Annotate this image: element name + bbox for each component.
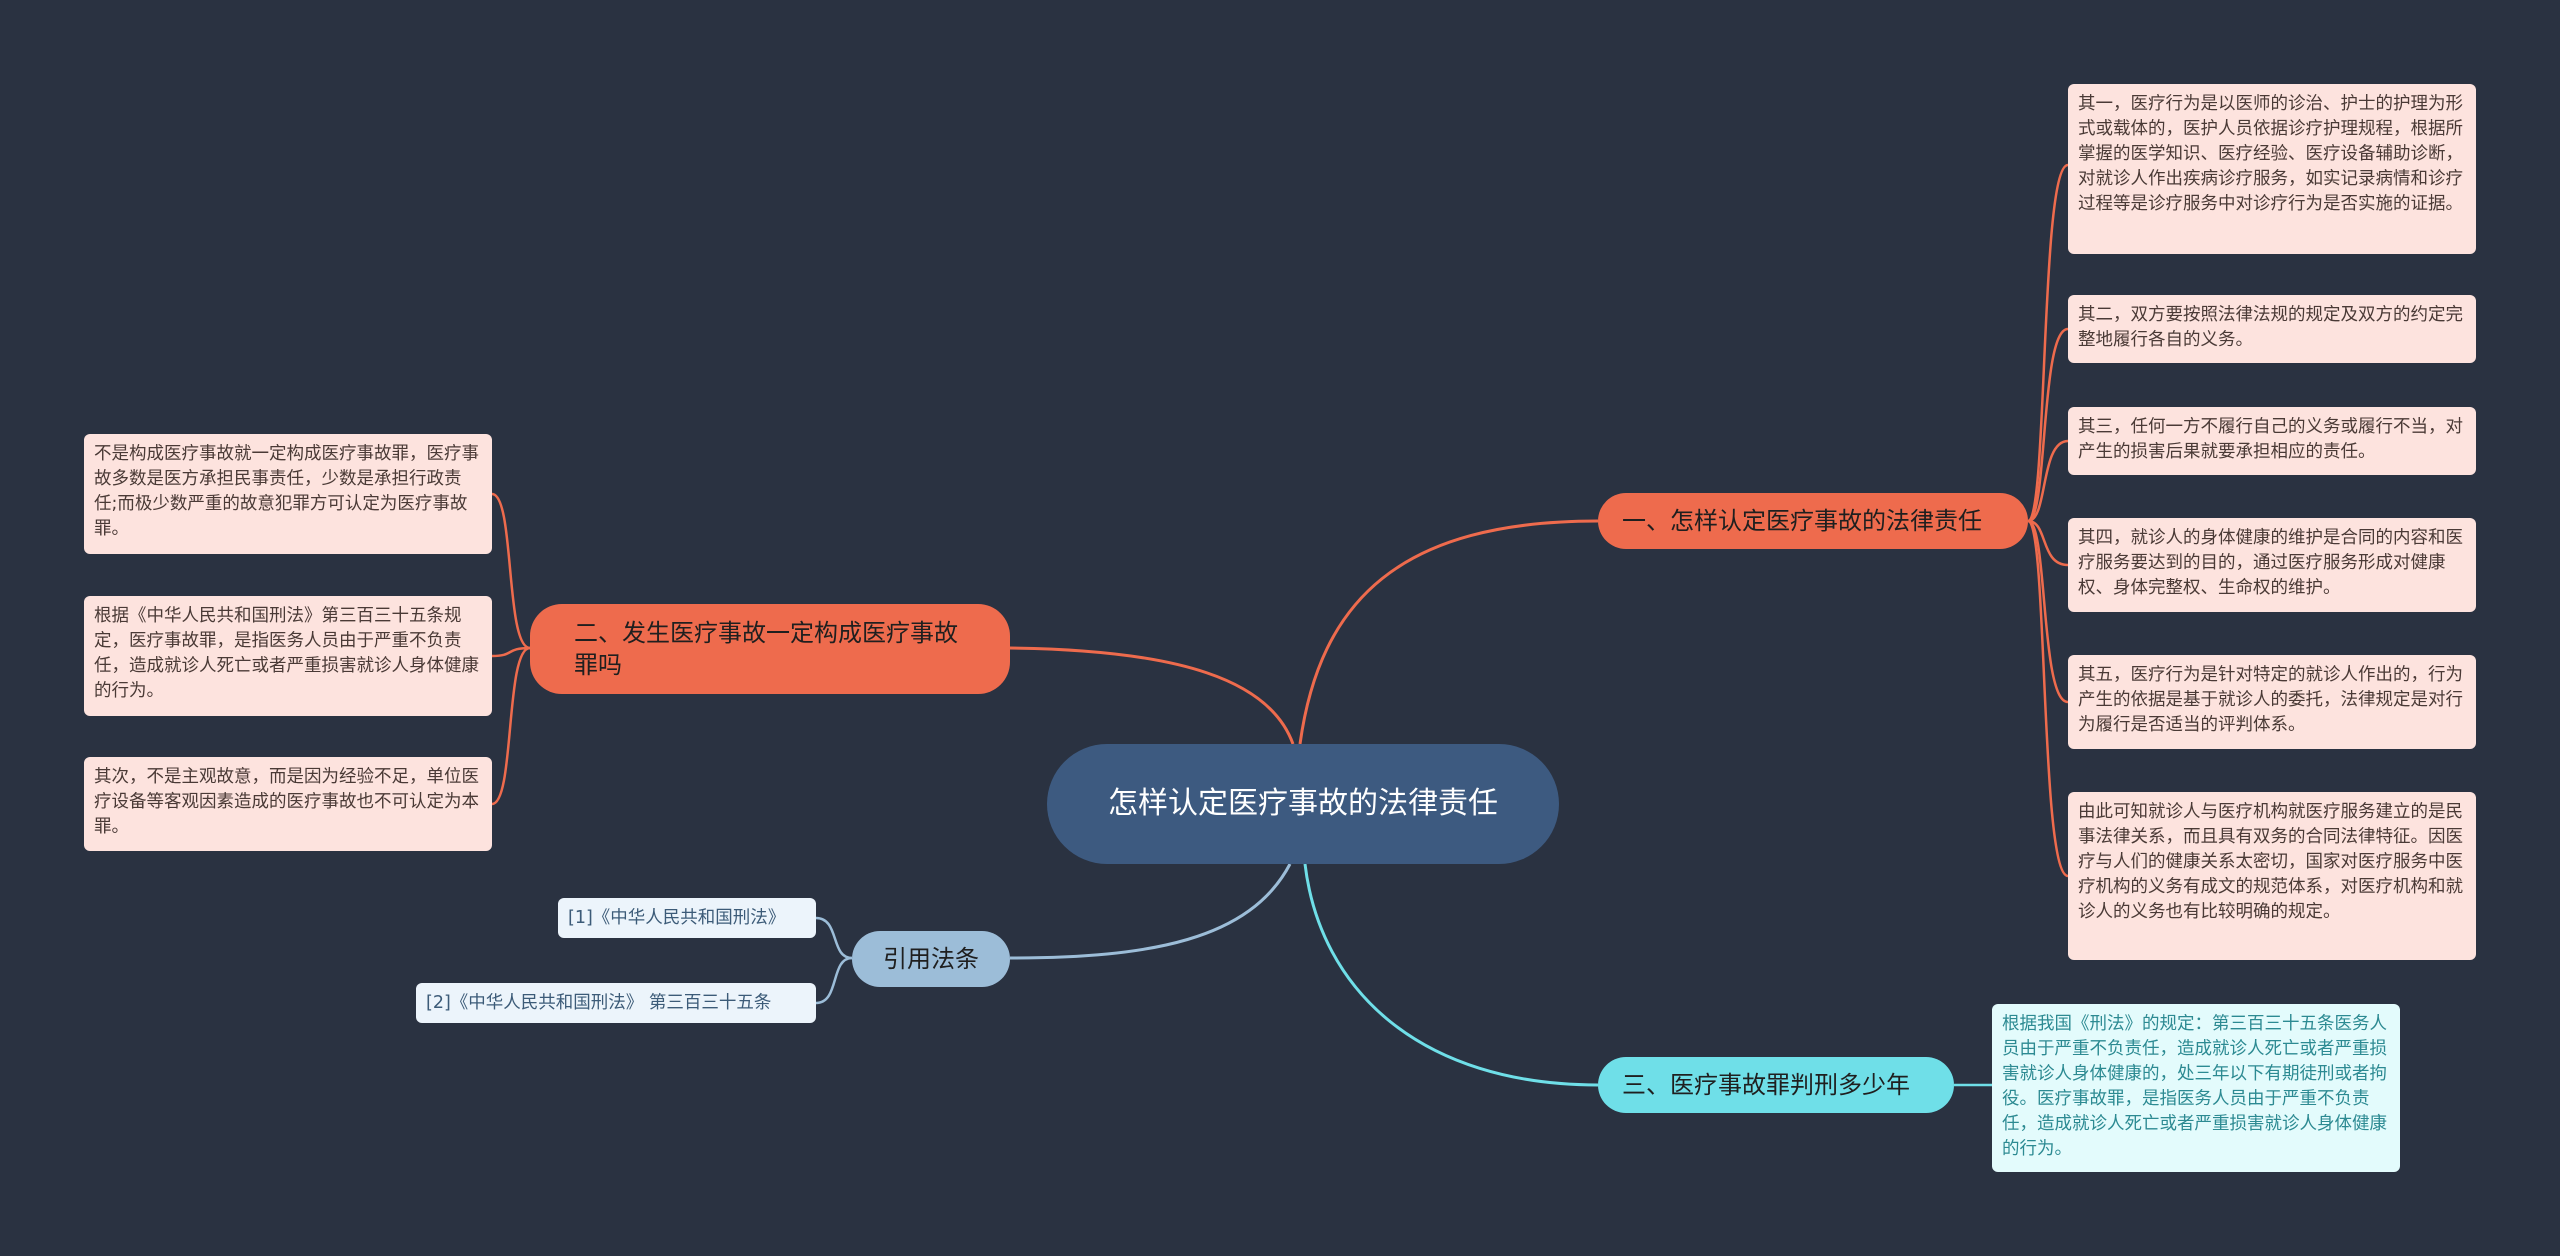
leaf-cited-law-1[interactable]: [1]《中华人民共和国刑法》 <box>558 898 816 938</box>
leaf-cited-law-2[interactable]: [2]《中华人民共和国刑法》 第三百三十五条 <box>416 983 816 1023</box>
link-b4-leaf2 <box>815 956 853 1005</box>
branch-sentencing[interactable]: 三、医疗事故罪判刑多少年 <box>1598 1057 1954 1113</box>
link-b1-leaf4 <box>2027 519 2069 567</box>
link-b1-leaf5 <box>2027 519 2069 704</box>
central-topic[interactable]: 怎样认定医疗事故的法律责任 <box>1047 744 1559 864</box>
link-b1-leaf3 <box>2027 439 2069 523</box>
leaf-liability-2[interactable]: 其二，双方要按照法律法规的规定及双方的约定完整地履行各自的义务。 <box>2068 295 2476 363</box>
branch-legal-liability[interactable]: 一、怎样认定医疗事故的法律责任 <box>1598 493 2028 549</box>
link-b2-leaf3 <box>491 646 531 806</box>
link-b1-leaf6 <box>2026 519 2069 878</box>
leaf-crime-1[interactable]: 不是构成医疗事故就一定构成医疗事故罪，医疗事故多数是医方承担民事责任，少数是承担… <box>84 434 492 554</box>
leaf-liability-3[interactable]: 其三，任何一方不履行自己的义务或履行不当，对产生的损害后果就要承担相应的责任。 <box>2068 407 2476 475</box>
leaf-liability-4[interactable]: 其四，就诊人的身体健康的维护是合同的内容和医疗服务要达到的目的，通过医疗服务形成… <box>2068 518 2476 612</box>
link-central-b3 <box>1303 863 1599 1087</box>
link-central-b2 <box>1009 646 1295 745</box>
leaf-liability-5[interactable]: 其五，医疗行为是针对特定的就诊人作出的，行为产生的依据是基于就诊人的委托，法律规… <box>2068 655 2476 749</box>
link-central-b1 <box>1298 519 1599 745</box>
leaf-crime-2[interactable]: 根据《中华人民共和国刑法》第三百三十五条规定，医疗事故罪，是指医务人员由于严重不… <box>84 596 492 716</box>
link-central-b4 <box>1009 863 1292 960</box>
link-b1-leaf2 <box>2027 327 2069 523</box>
leaf-liability-1[interactable]: 其一，医疗行为是以医师的诊治、护士的护理为形式或载体的，医护人员依据诊疗护理规程… <box>2068 84 2476 254</box>
branch-crime-question[interactable]: 二、发生医疗事故一定构成医疗事故罪吗 <box>530 604 1010 694</box>
link-b2-leaf2 <box>491 646 531 658</box>
leaf-crime-3[interactable]: 其次，不是主观故意，而是因为经验不足，单位医疗设备等客观因素造成的医疗事故也不可… <box>84 757 492 851</box>
leaf-liability-6[interactable]: 由此可知就诊人与医疗机构就医疗服务建立的是民事法律关系，而且具有双务的合同法律特… <box>2068 792 2476 960</box>
link-b4-leaf1 <box>815 916 853 960</box>
leaf-sentencing-1[interactable]: 根据我国《刑法》的规定：第三百三十五条医务人员由于严重不负责任，造成就诊人死亡或… <box>1992 1004 2400 1172</box>
link-b1-leaf1 <box>2026 163 2069 523</box>
branch-cited-laws[interactable]: 引用法条 <box>852 931 1010 987</box>
link-b2-leaf1 <box>491 492 531 650</box>
